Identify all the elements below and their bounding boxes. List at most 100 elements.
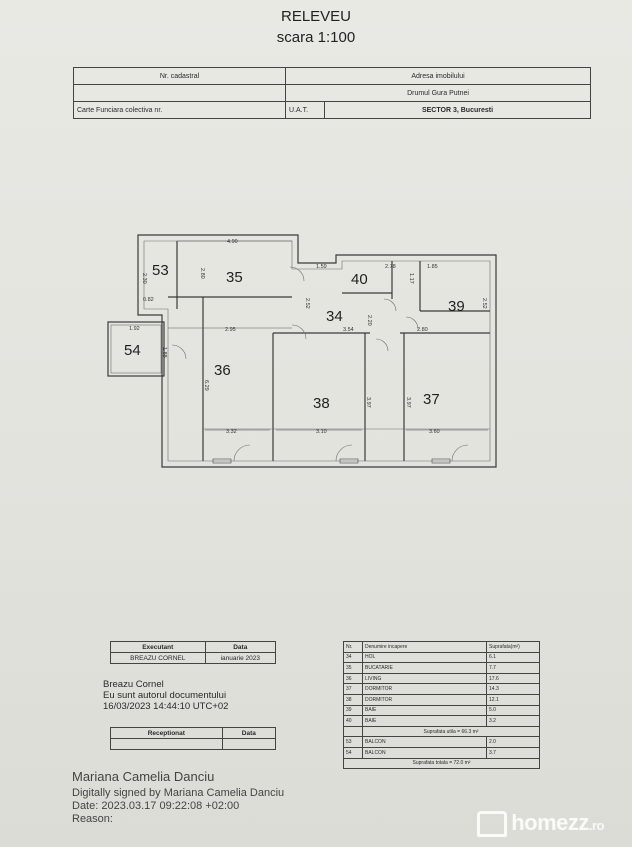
surface-row-nr: 40: [343, 715, 363, 727]
surface-row-name: BALCON: [362, 736, 487, 748]
receptionat-date: [221, 738, 277, 750]
dimension-label: 3.10: [316, 429, 327, 435]
dimension-label: 2.78: [385, 264, 396, 270]
dimension-label: 2.80: [417, 327, 428, 333]
dimension-label: 3.97: [405, 397, 411, 408]
receptionat-table: Receptionat Data: [110, 727, 277, 750]
executant-signature-name: Breazu Cornel: [103, 679, 164, 690]
dimension-label: 3.97: [365, 397, 371, 408]
surface-row-nr: 34: [343, 651, 363, 664]
surface-row-name: DORMITOR: [362, 683, 487, 695]
house-logo-icon: [477, 811, 508, 838]
document-scale: scara 1:100: [276, 29, 356, 46]
executant-signature: Breazu Cornel Eu sunt autorul documentul…: [103, 679, 228, 712]
surface-row-area: 3.7: [486, 746, 540, 759]
room-number: 40: [351, 271, 368, 288]
executant-signature-statement: Eu sunt autorul documentului: [103, 690, 227, 701]
surface-row-name: BALCON: [362, 746, 487, 759]
dimension-label: 1.59: [316, 264, 327, 270]
digital-signature-date: Date: 2023.03.17 09:22:08 +02:00: [72, 800, 240, 812]
document-title: RELEVEU: [280, 8, 352, 25]
homezz-watermark: homezz.ro: [477, 810, 605, 838]
carte-funciara-label: Carte Funciara colectiva nr.: [73, 101, 286, 119]
dimension-label: 4.90: [227, 239, 238, 245]
room-number: 54: [124, 342, 141, 359]
dimension-label: 2.52: [304, 298, 310, 309]
nr-cadastral-label: Nr. cadastral: [73, 67, 286, 85]
surface-row-nr: 36: [343, 672, 363, 685]
digital-signature-reason: Reason:: [72, 813, 113, 825]
dimension-label: 1.92: [129, 326, 140, 332]
dimension-label: 2.95: [225, 327, 236, 333]
dimension-label: 6.29: [203, 380, 209, 391]
surface-row-name: BUCATARIE: [362, 662, 487, 674]
executant-name: BREAZU CORNEL: [110, 652, 206, 664]
surface-row-nr: 37: [343, 683, 363, 695]
surf-header-area: Suprafata(m²): [486, 641, 540, 653]
executant-date-header: Data: [204, 641, 277, 653]
surf-header-name: Denumire incapere: [362, 641, 487, 653]
dimension-label: 3.54: [343, 327, 354, 333]
surface-row-nr: 54: [343, 746, 363, 759]
executant-signature-date: 16/03/2023 14:44:10 UTC+02: [103, 701, 229, 712]
dimension-label: 3.60: [429, 429, 440, 435]
uat-value: SECTOR 3, Bucuresti: [324, 101, 591, 119]
surf-useful-total: Suprafata utila = 66.3 m²: [362, 725, 540, 738]
surface-row-name: BAIE: [362, 704, 487, 717]
surface-row-nr: 35: [343, 662, 363, 674]
surf-grand-total: Suprafata totala = 72.0 m²: [343, 757, 540, 770]
surface-row-name: HOL: [362, 651, 487, 664]
room-number: 34: [326, 308, 343, 325]
receptionat-date-header: Data: [221, 727, 277, 739]
room-number: 37: [423, 391, 440, 408]
dimension-label: 1.85: [427, 264, 438, 270]
nr-cadastral-value: [73, 84, 286, 102]
dimension-label: 3.32: [226, 429, 237, 435]
surface-row-area: 5.0: [486, 704, 540, 717]
dimension-label: 1.17: [408, 273, 414, 284]
uat-label: U.A.T.: [285, 101, 325, 119]
receptionat-name: [110, 738, 223, 750]
surface-row-area: 2.0: [486, 736, 540, 748]
surface-row-area: 7.7: [486, 662, 540, 674]
surf-header-nr: Nr.: [343, 641, 363, 653]
surface-row-area: 17.6: [486, 672, 540, 685]
surface-row-nr: 39: [343, 704, 363, 717]
executant-table: Executant Data BREAZU CORNEL ianuarie 20…: [110, 641, 277, 664]
digital-signature: Mariana Camelia Danciu Digitally signed …: [72, 770, 284, 826]
room-number: 35: [226, 269, 243, 286]
dimension-label: 2.80: [199, 268, 205, 279]
surface-row-area: 3.2: [486, 715, 540, 727]
surface-row-nr: 38: [343, 693, 363, 706]
surface-row-name: DORMITOR: [362, 693, 487, 706]
digital-signature-signed-by: Digitally signed by Mariana Camelia Danc…: [72, 787, 285, 799]
surface-row-area: 12.1: [486, 693, 540, 706]
room-number: 39: [448, 298, 465, 315]
surface-row-name: BAIE: [362, 715, 487, 727]
executant-date: ianuarie 2023: [204, 652, 277, 664]
surface-row-area: 14.3: [486, 683, 540, 695]
receptionat-header: Receptionat: [110, 727, 223, 739]
room-number: 38: [313, 395, 330, 412]
plan-dimension-lines: [168, 240, 488, 431]
adresa-label: Adresa imobilului: [285, 67, 591, 85]
dimension-label: 2.52: [481, 298, 487, 309]
room-number: 53: [152, 262, 169, 279]
executant-header: Executant: [110, 641, 206, 653]
dimension-label: 2.30: [141, 273, 147, 284]
watermark-brand: homezz: [511, 810, 589, 835]
watermark-tld: .ro: [588, 818, 605, 833]
dimension-label: 2.20: [366, 315, 372, 326]
cadastral-table: Nr. cadastral Adresa imobilului Drumul G…: [73, 67, 591, 119]
digital-signature-name: Mariana Camelia Danciu: [72, 769, 215, 784]
